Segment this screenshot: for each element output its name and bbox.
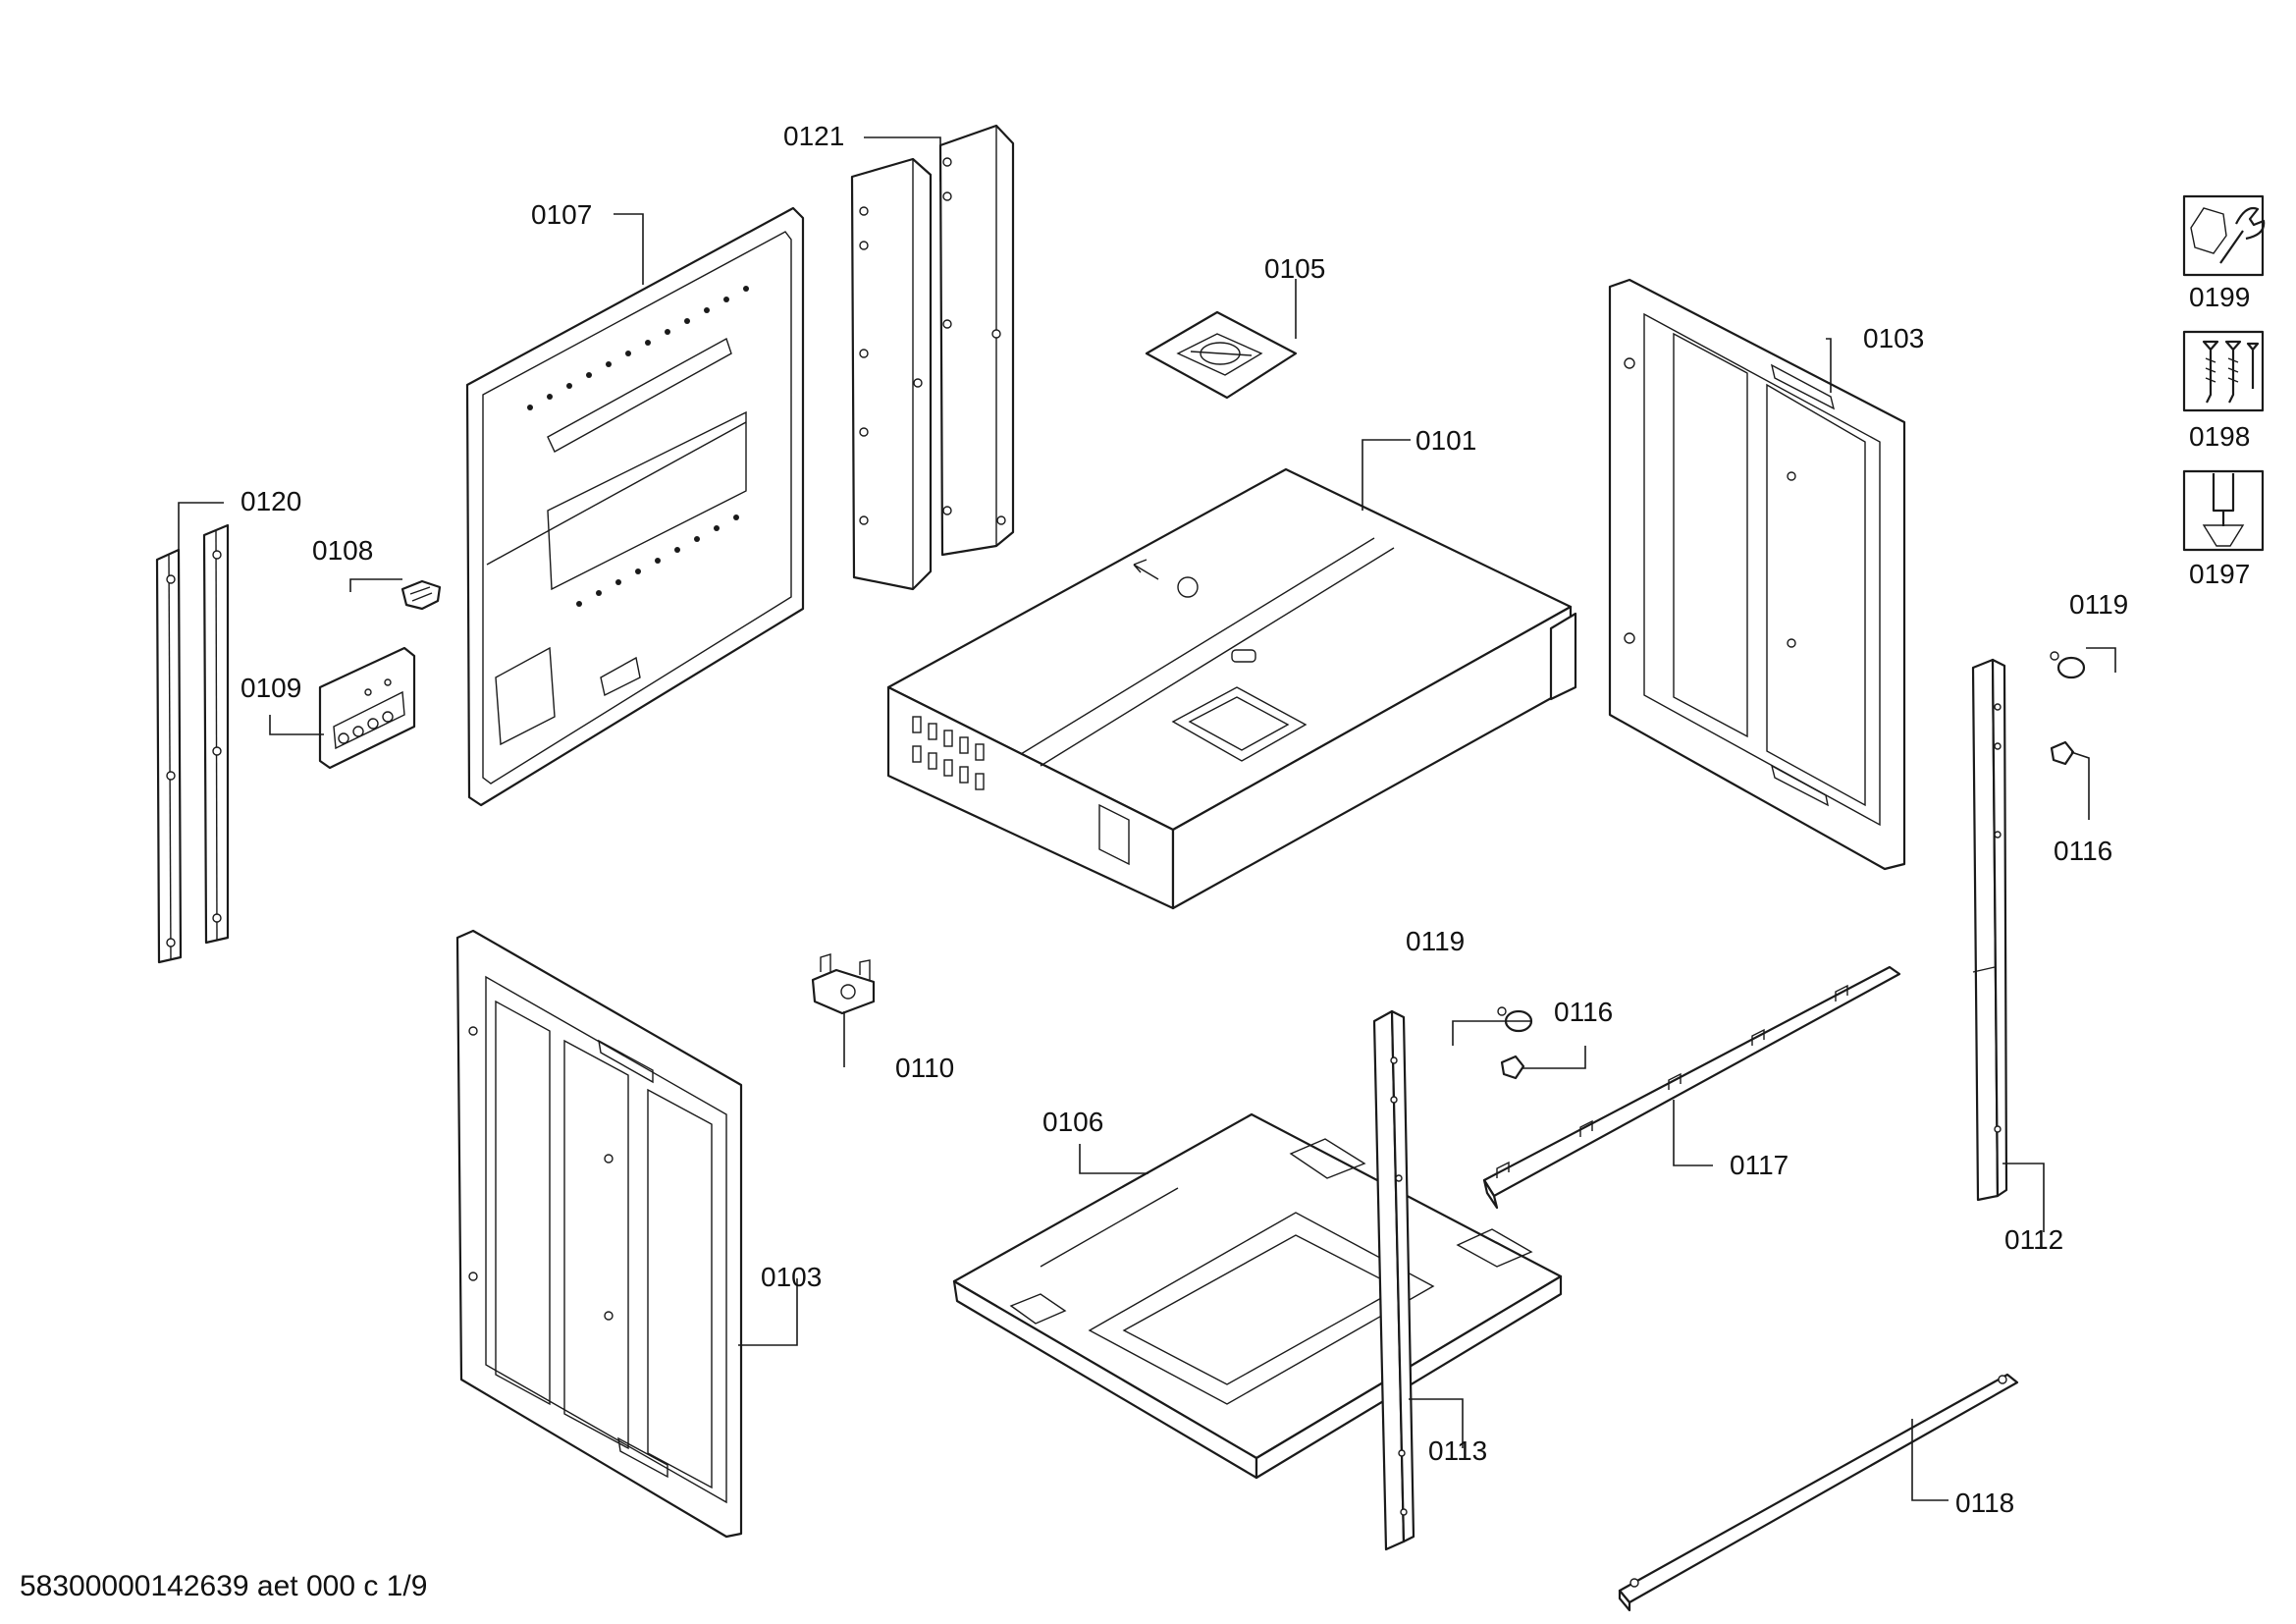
label-0101: 0101 xyxy=(1415,425,1476,456)
part-0117-rail xyxy=(1482,965,1901,1210)
legend-label-0197: 0197 xyxy=(2189,559,2250,589)
part-0120-rails xyxy=(155,523,230,964)
label-0112: 0112 xyxy=(2004,1224,2063,1255)
part-0109-bracket xyxy=(318,646,416,770)
part-0107-back-panel xyxy=(465,206,805,807)
part-0121-brackets xyxy=(850,124,1015,591)
label-0120: 0120 xyxy=(240,486,301,516)
part-0101-top-housing xyxy=(886,467,1577,910)
label-0108: 0108 xyxy=(312,535,373,566)
label-0116-mid: 0116 xyxy=(1554,997,1613,1027)
label-0106: 0106 xyxy=(1042,1107,1103,1137)
label-0109: 0109 xyxy=(240,673,301,703)
label-0110: 0110 xyxy=(895,1053,954,1083)
part-0116-nut-mid xyxy=(1500,1055,1525,1080)
part-0116-nut-right xyxy=(2050,740,2075,766)
legend-label-0198: 0198 xyxy=(2189,421,2250,452)
part-0113-vertical-rail xyxy=(1372,1009,1415,1551)
part-0112-vertical-rail xyxy=(1971,658,2008,1202)
wrench-nut-icon xyxy=(2182,194,2266,277)
part-0119-cap-right xyxy=(2050,651,2086,679)
label-0121: 0121 xyxy=(783,121,844,151)
label-0113: 0113 xyxy=(1428,1435,1487,1466)
part-0119-cap-mid xyxy=(1497,1006,1533,1033)
label-0116-right: 0116 xyxy=(2054,836,2112,866)
part-0118-rail xyxy=(1618,1373,2019,1612)
part-0103-side-panel-top xyxy=(1608,278,1906,871)
label-0118: 0118 xyxy=(1955,1488,2014,1518)
document-id: 58300000142639 aet 000 c 1/9 xyxy=(20,1570,427,1602)
label-0117: 0117 xyxy=(1730,1150,1789,1180)
label-0105: 0105 xyxy=(1264,253,1325,284)
part-labels: 0107 0121 0105 0101 0103 0120 0108 0109 … xyxy=(240,121,2128,1518)
part-0110-holder xyxy=(811,953,876,1015)
label-0119-mid: 0119 xyxy=(1406,926,1465,956)
label-0103-top: 0103 xyxy=(1863,323,1924,353)
part-0108-clip xyxy=(400,579,442,611)
label-0119-right: 0119 xyxy=(2069,589,2128,620)
screwdriver-icon xyxy=(2182,469,2265,552)
part-0106-bottom-plate xyxy=(952,1112,1563,1480)
tool-legend: 0199 0198 0197 xyxy=(2182,194,2266,589)
legend-label-0199: 0199 xyxy=(2189,282,2250,312)
part-0105-plate xyxy=(1145,310,1298,400)
label-0107: 0107 xyxy=(531,199,592,230)
label-0103-bottom: 0103 xyxy=(761,1262,822,1292)
leader-lines xyxy=(178,136,2116,1501)
part-0103-side-panel-bottom xyxy=(455,929,743,1539)
screws-icon xyxy=(2182,330,2265,412)
